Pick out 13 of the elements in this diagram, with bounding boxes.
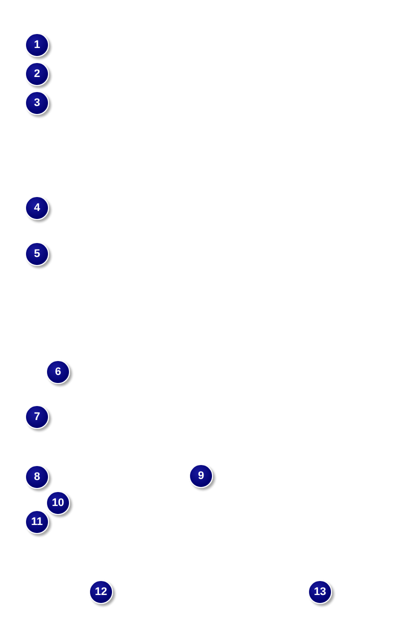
callout-number: 4 (25, 196, 49, 220)
callout-number: 1 (25, 33, 49, 57)
callout-number: 3 (25, 91, 49, 115)
callout-number: 6 (46, 360, 70, 384)
callout-number: 7 (25, 405, 49, 429)
callout-number: 12 (89, 580, 113, 604)
callout-number: 8 (25, 465, 49, 489)
callout-number: 10 (46, 491, 70, 515)
callout-number: 9 (189, 464, 213, 488)
callout-number: 13 (308, 580, 332, 604)
callout-number: 5 (25, 242, 49, 266)
callout-number: 11 (25, 510, 49, 534)
callout-number: 2 (25, 62, 49, 86)
